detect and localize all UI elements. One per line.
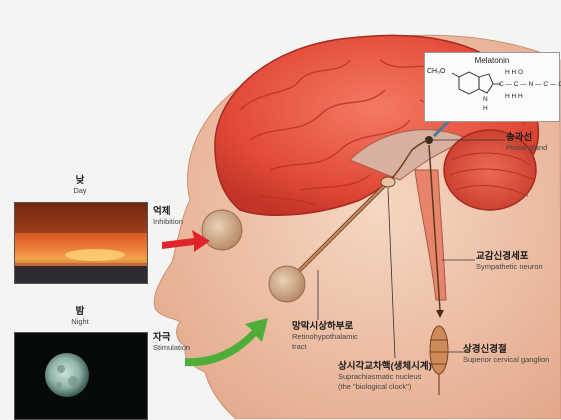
melatonin-chain-top: H H O (505, 68, 523, 78)
eye-lower (269, 266, 305, 302)
stimulation-ko: 자극 (153, 333, 190, 343)
melatonin-chain-bottom: H H H (505, 92, 523, 102)
scn-ko: 상시각교차핵(생체시계) (338, 362, 432, 372)
pineal-ko: 송과선 (506, 133, 547, 143)
superior-cervical-ganglion (430, 326, 448, 374)
night-ko: 밤 (52, 307, 108, 317)
pineal-label: 송과선 Pineal gland (506, 133, 547, 153)
sympathetic-en: Sympathetic neuron (476, 262, 543, 272)
melatonin-methoxy: CH₃O (427, 67, 445, 77)
day-en: Day (52, 186, 108, 196)
melatonin-chain-mid: C — C — N — C — CH₃ (499, 80, 561, 90)
retino-ko: 망막시상하부로 (292, 322, 358, 332)
melatonin-h: H (483, 104, 488, 114)
night-photo (14, 332, 148, 420)
inhibition-ko: 억제 (153, 207, 183, 217)
scn-en2: (the "biological clock") (338, 382, 432, 392)
eye-upper (202, 210, 242, 250)
scn-label: 상시각교차핵(생체시계) Suprachiasmatic nucleus (th… (338, 362, 432, 392)
melatonin-structure-box: Melatonin CH₃O H H O C — C — N — C — CH₃… (424, 52, 560, 122)
retino-label: 망막시상하부로 Retinohypothalamic tract (292, 322, 358, 352)
scg-label: 상경신경절 Superior cervical ganglion (463, 345, 549, 365)
scg-ko: 상경신경절 (463, 345, 549, 355)
night-label: 밤 Night (52, 307, 108, 327)
pineal-en: Pineal gland (506, 143, 547, 153)
stimulation-label: 자극 Stimulation (153, 333, 190, 353)
scg-en: Superior cervical ganglion (463, 355, 549, 365)
day-label: 낮 Day (52, 176, 108, 196)
inhibition-label: 억제 Inhibition (153, 207, 183, 227)
inhibition-en: Inhibition (153, 217, 183, 227)
sympathetic-ko: 교감신경세포 (476, 252, 543, 262)
sympathetic-label: 교감신경세포 Sympathetic neuron (476, 252, 543, 272)
scn-en1: Suprachiasmatic nucleus (338, 372, 432, 382)
day-photo (14, 202, 148, 284)
retino-en1: Retinohypothalamic (292, 332, 358, 342)
suprachiasmatic-nucleus (381, 177, 395, 187)
day-ko: 낮 (52, 176, 108, 186)
stimulation-en: Stimulation (153, 343, 190, 353)
retino-en2: tract (292, 342, 358, 352)
night-en: Night (52, 317, 108, 327)
